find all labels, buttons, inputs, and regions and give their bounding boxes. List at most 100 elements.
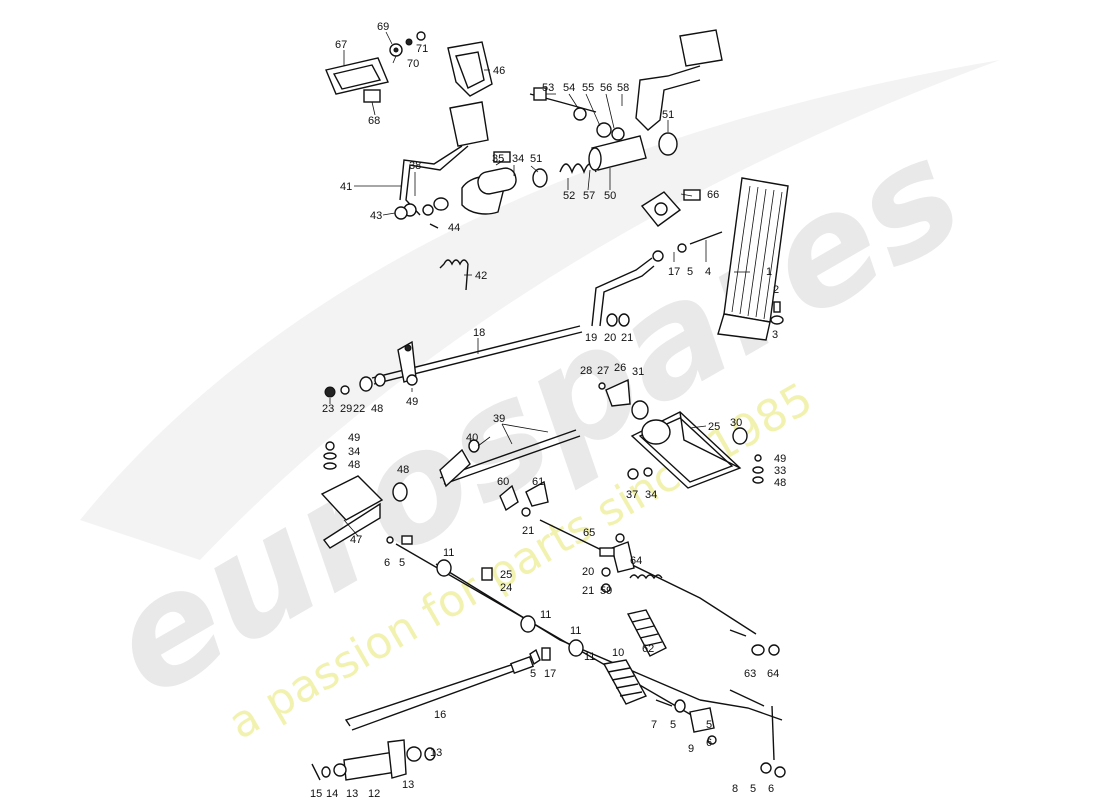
- callout-12: 12: [368, 788, 380, 800]
- callout-41: 43: [370, 210, 382, 222]
- callout-3-right: 3: [772, 329, 778, 341]
- callout-33: 35: [492, 153, 504, 165]
- callout-19: 19: [585, 332, 597, 344]
- callout-25: 25: [500, 569, 512, 581]
- callout-21-mid: 21: [522, 525, 534, 537]
- callout-17-mid: 17: [544, 668, 556, 680]
- callout-49-right: 49: [774, 453, 786, 465]
- callout-45: 48: [397, 464, 409, 476]
- callout-15: 15: [310, 788, 322, 800]
- callout-21-low: 21: [582, 585, 594, 597]
- callout-63: 63: [744, 668, 756, 680]
- callout-13-b: 13: [402, 779, 414, 791]
- callout-14: 14: [326, 788, 338, 800]
- callout-17-top: 17: [668, 266, 680, 278]
- callout-5-top: 5: [687, 266, 693, 278]
- callout-11-a: 11: [443, 547, 454, 559]
- callout-20-top: 20: [604, 332, 616, 344]
- callout-8: 8: [732, 783, 738, 795]
- callout-2: 2: [773, 284, 779, 296]
- callout-51: 51: [530, 153, 542, 165]
- callout-9: 9: [688, 743, 694, 755]
- callout-40: 42: [475, 270, 487, 282]
- callout-52: 52: [563, 190, 575, 202]
- cylinder-part-12: [343, 739, 436, 781]
- callout-59: 59: [600, 585, 612, 597]
- callout-4: 4: [705, 266, 711, 278]
- callout-66: 65: [583, 527, 595, 539]
- callout-13-c: 13: [346, 788, 358, 800]
- callout-20-mid: 20: [582, 566, 594, 578]
- callout-58: 58: [617, 82, 629, 94]
- callout-7: 7: [651, 719, 657, 731]
- callout-labels: 67 69 71 70 68 46 53 54 55 56 58 51 35 3…: [310, 21, 786, 800]
- callout-23: 23: [322, 403, 334, 415]
- callout-21-top: 21: [621, 332, 633, 344]
- callout-60: 60: [497, 476, 509, 488]
- callout-65: 64: [630, 555, 642, 567]
- callout-11-d: 11: [584, 651, 595, 663]
- callout-5-mid: 5: [530, 668, 536, 680]
- callout-49-left: 49: [348, 432, 360, 444]
- callout-30: 30: [730, 417, 742, 429]
- callout-6-left: 6: [384, 557, 390, 569]
- callout-26: 25: [708, 421, 720, 433]
- callout-18: 18: [473, 327, 485, 339]
- callout-11-c: 11: [570, 625, 581, 637]
- callout-39: 41: [340, 181, 352, 193]
- callout-27: 26: [614, 362, 626, 374]
- leader-lines: [329, 31, 750, 537]
- callout-37: 39: [493, 413, 505, 425]
- callout-42: 44: [448, 222, 460, 234]
- watermark-swoosh: [80, 60, 1000, 560]
- callout-13-a: 13: [430, 747, 442, 759]
- callout-67: 66: [707, 189, 719, 201]
- callout-34-left: 34: [348, 446, 360, 458]
- callout-51-top: 51: [662, 109, 674, 121]
- callout-32: 34: [512, 153, 524, 165]
- callout-5-low-c: 5: [750, 783, 756, 795]
- callout-5-left: 5: [399, 557, 405, 569]
- pedal-rubber-part-43: [447, 41, 493, 97]
- callout-54: 54: [563, 82, 575, 94]
- callout-34-right: 33: [774, 465, 786, 477]
- callout-43: 46: [493, 65, 505, 77]
- callout-50: 50: [604, 190, 616, 202]
- accelerator-pedal-part-1: [717, 177, 789, 341]
- clutch-pedal-part-39: [399, 101, 489, 217]
- callout-24: 24: [500, 582, 512, 594]
- callout-53: 53: [542, 82, 554, 94]
- callout-3-left: 29: [340, 403, 352, 415]
- callout-5-low-b: 5: [706, 719, 712, 731]
- callout-48-right: 48: [774, 477, 786, 489]
- callout-6-low-b: 6: [768, 783, 774, 795]
- callout-35: 37: [626, 489, 638, 501]
- callout-47: 49: [406, 396, 418, 408]
- callout-69: 68: [368, 115, 380, 127]
- callout-56: 56: [600, 82, 612, 94]
- callout-22: 22: [353, 403, 365, 415]
- callout-55: 55: [582, 82, 594, 94]
- callout-5-low-a: 5: [670, 719, 676, 731]
- callout-34-mid: 34: [645, 489, 657, 501]
- callout-72: 71: [416, 43, 428, 55]
- callout-10: 10: [612, 647, 624, 659]
- callout-70: 69: [377, 21, 389, 33]
- callout-62: 62: [642, 643, 654, 655]
- callout-29: 28: [580, 365, 592, 377]
- callout-6-low-a: 6: [706, 737, 712, 749]
- callout-68: 67: [335, 39, 347, 51]
- pedal-box-part-26: [630, 411, 742, 489]
- parts: [311, 29, 789, 781]
- callout-1: 1: [766, 266, 772, 278]
- callout-11-b: 11: [540, 609, 551, 621]
- callout-64: 64: [767, 668, 779, 680]
- callout-31: 31: [632, 366, 644, 378]
- callout-44: 47: [350, 534, 362, 546]
- callout-61: 61: [532, 476, 544, 488]
- pedal-pad-part-68: [325, 57, 389, 103]
- callout-16: 16: [434, 709, 446, 721]
- callout-36: 38: [409, 160, 421, 172]
- callout-71: 70: [407, 58, 419, 70]
